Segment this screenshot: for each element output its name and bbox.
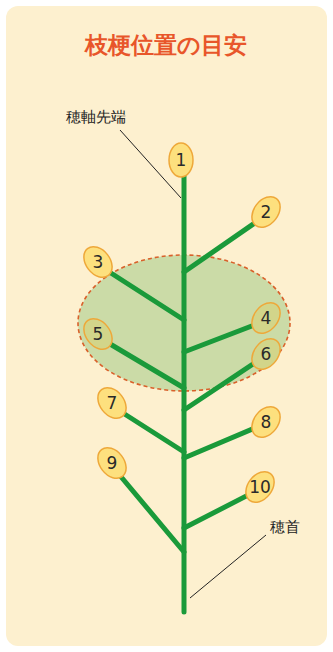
panicle-branches <box>100 175 262 612</box>
background-panel <box>6 6 327 646</box>
grain-number: 8 <box>251 402 281 442</box>
rice-grain: 1 <box>166 140 196 180</box>
rice-grain: 4 <box>251 298 281 338</box>
grain-number: 6 <box>251 334 281 374</box>
rice-grain: 2 <box>251 192 281 232</box>
grain-number: 5 <box>83 314 113 354</box>
grain-number: 3 <box>83 242 113 282</box>
part-label: 穂首 <box>270 518 300 537</box>
rice-grain: 3 <box>83 242 113 282</box>
rice-grain: 7 <box>97 383 127 423</box>
part-label: 穂軸先端 <box>66 108 126 127</box>
diagram-title: 枝梗位置の目安 <box>85 30 247 61</box>
rice-grain: 9 <box>97 443 127 483</box>
grain-number: 4 <box>251 298 281 338</box>
rice-grain: 8 <box>251 402 281 442</box>
rice-grain: 10 <box>245 467 275 507</box>
grain-number: 1 <box>166 140 196 180</box>
grain-number: 10 <box>245 467 275 507</box>
grain-number: 7 <box>97 383 127 423</box>
leader-line <box>190 535 266 598</box>
rice-grain: 5 <box>83 314 113 354</box>
grain-number: 2 <box>251 192 281 232</box>
grain-number: 9 <box>97 443 127 483</box>
rice-grain: 6 <box>251 334 281 374</box>
